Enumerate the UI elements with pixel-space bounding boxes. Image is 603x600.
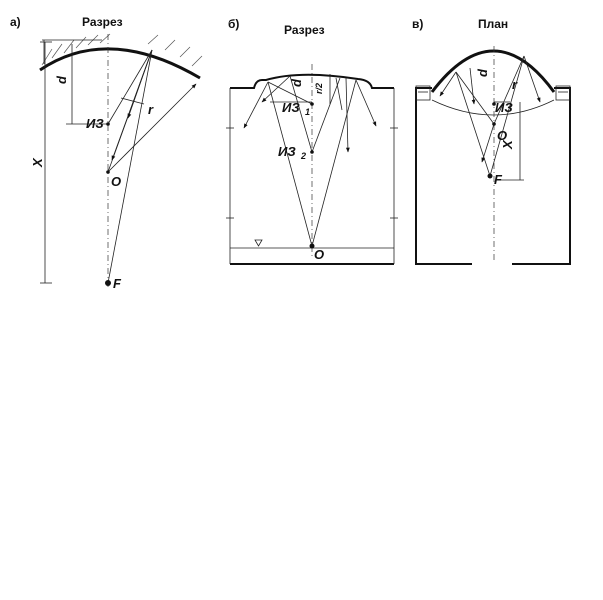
panel-b-label-r2: r/2 (314, 83, 324, 94)
panel-b-label-iz1-sub: 1 (305, 107, 310, 117)
panel-c-label-x: X (500, 139, 515, 150)
panel-c-label-iz: ИЗ (495, 100, 513, 115)
panel-b-title: Разрез (284, 23, 325, 37)
panel-b-label-iz2-sub: 2 (300, 151, 306, 161)
panel-c-label-d: d (475, 68, 490, 77)
panel-a-label-o: O (111, 174, 121, 189)
panel-a-vault-arc (39, 47, 201, 80)
panel-b-label-iz1: ИЗ (282, 100, 300, 115)
panel-a-label-iz: ИЗ (86, 116, 104, 131)
panel-c: в) План d X r ИЗ O (412, 17, 571, 265)
panel-b-hall-walls (230, 73, 394, 89)
panel-a-label-d: d (54, 75, 69, 84)
panel-a-label-r: r (148, 102, 154, 117)
panel-c-label-f: F (494, 172, 503, 187)
panel-c-title: План (478, 17, 508, 31)
panel-b: б) Разрез d r/2 ИЗ (226, 17, 398, 265)
panel-a-label-x: X (30, 157, 45, 168)
panel-c-focus-point (487, 173, 493, 179)
panel-b-label-o: O (314, 247, 324, 262)
panel-c-plan-walls (415, 87, 472, 265)
panel-c-dome-arc (430, 49, 556, 93)
panel-b-label-d: d (289, 78, 304, 87)
panel-b-center-point (309, 243, 315, 249)
panel-b-letter: б) (228, 17, 239, 31)
panel-b-label-iz2: ИЗ (278, 144, 296, 159)
panel-a-focus-point (105, 280, 111, 286)
panel-a-title: Разрез (82, 15, 123, 29)
panel-a-letter: а) (10, 15, 21, 29)
panel-c-label-r: r (512, 77, 518, 92)
panel-c-letter: в) (412, 17, 423, 31)
panel-a: а) Разрез X d (10, 15, 203, 291)
panel-c-label-o: O (497, 128, 507, 143)
panel-a-label-f: F (113, 276, 122, 291)
